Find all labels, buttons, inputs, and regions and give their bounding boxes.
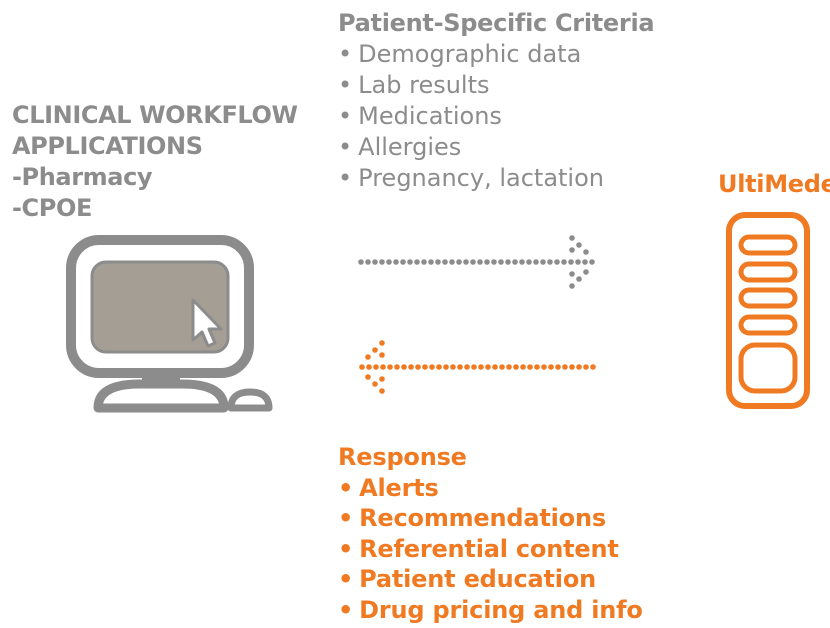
bullet-icon: •	[338, 504, 354, 532]
bullet-icon: •	[338, 164, 353, 192]
response-list: •Alerts •Recommendations •Referential co…	[338, 473, 643, 626]
criteria-item-label: Pregnancy, lactation	[358, 164, 604, 192]
bullet-icon: •	[338, 40, 353, 68]
criteria-item: •Medications	[338, 101, 654, 132]
response-item-label: Patient education	[359, 565, 597, 593]
response-item: •Patient education	[338, 564, 643, 595]
bullet-icon: •	[338, 534, 354, 563]
clinical-line-3: -Pharmacy	[12, 163, 153, 191]
response-item: •Referential content	[338, 534, 643, 565]
criteria-item-label: Lab results	[358, 71, 490, 99]
bullet-icon: •	[338, 565, 354, 593]
criteria-item-label: Allergies	[358, 133, 462, 161]
response-block: Response •Alerts •Recommendations •Refer…	[338, 442, 643, 625]
server-icon	[726, 212, 810, 409]
criteria-item-label: Demographic data	[358, 40, 582, 68]
criteria-title: Patient-Specific Criteria	[338, 9, 655, 37]
criteria-list: •Demographic data •Lab results •Medicati…	[338, 39, 654, 194]
dotted-arrow-right-icon	[358, 235, 595, 289]
computer-icon	[66, 235, 273, 413]
response-title: Response	[338, 443, 467, 471]
clinical-line-2: APPLICATIONS	[12, 132, 203, 160]
clinical-line-1: CLINICAL WORKFLOW	[12, 101, 298, 129]
response-item: •Alerts	[338, 473, 643, 504]
bullet-icon: •	[338, 102, 353, 130]
bullet-icon: •	[338, 595, 354, 624]
response-item-label: Alerts	[359, 473, 439, 502]
product-name: UltiMedex	[718, 170, 830, 198]
criteria-item-label: Medications	[358, 102, 502, 130]
criteria-item: •Lab results	[338, 70, 654, 101]
bullet-icon: •	[338, 133, 353, 161]
criteria-item: •Pregnancy, lactation	[338, 163, 654, 194]
bullet-icon: •	[338, 71, 353, 99]
dotted-arrow-left-icon	[359, 340, 596, 394]
response-item: •Recommendations	[338, 503, 643, 534]
response-item: •Drug pricing and info	[338, 595, 643, 626]
criteria-block: Patient-Specific Criteria •Demographic d…	[338, 8, 655, 194]
criteria-item: •Allergies	[338, 132, 654, 163]
response-item-label: Drug pricing and info	[359, 595, 643, 624]
clinical-line-4: -CPOE	[12, 194, 92, 222]
clinical-workflow-label: CLINICAL WORKFLOW APPLICATIONS -Pharmacy…	[12, 100, 298, 224]
response-item-label: Referential content	[359, 534, 619, 563]
bullet-icon: •	[338, 473, 354, 502]
response-item-label: Recommendations	[359, 504, 606, 532]
criteria-item: •Demographic data	[338, 39, 654, 70]
